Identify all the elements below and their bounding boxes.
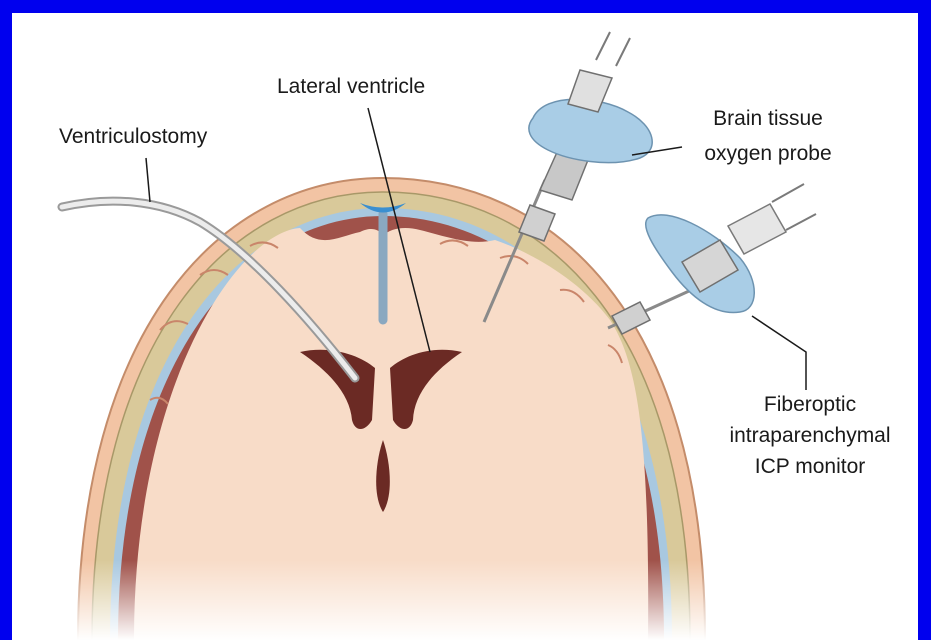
leader-fiberoptic	[752, 316, 806, 390]
leader-ventriculostomy	[146, 158, 150, 202]
label-brain-tissue-line2: oxygen probe	[704, 142, 831, 165]
label-fiberoptic-line3: ICP monitor	[755, 455, 866, 478]
label-fiberoptic-line2: intraparenchymal	[729, 424, 890, 447]
label-brain-tissue-line1: Brain tissue	[713, 107, 823, 130]
label-lateral-ventricle: Lateral ventricle	[277, 75, 425, 98]
label-ventriculostomy: Ventriculostomy	[59, 125, 208, 148]
bottom-fade	[60, 560, 740, 640]
label-fiberoptic-line1: Fiberoptic	[764, 393, 856, 416]
head-cross-section	[60, 178, 740, 640]
icp-monitor-device	[608, 184, 816, 334]
